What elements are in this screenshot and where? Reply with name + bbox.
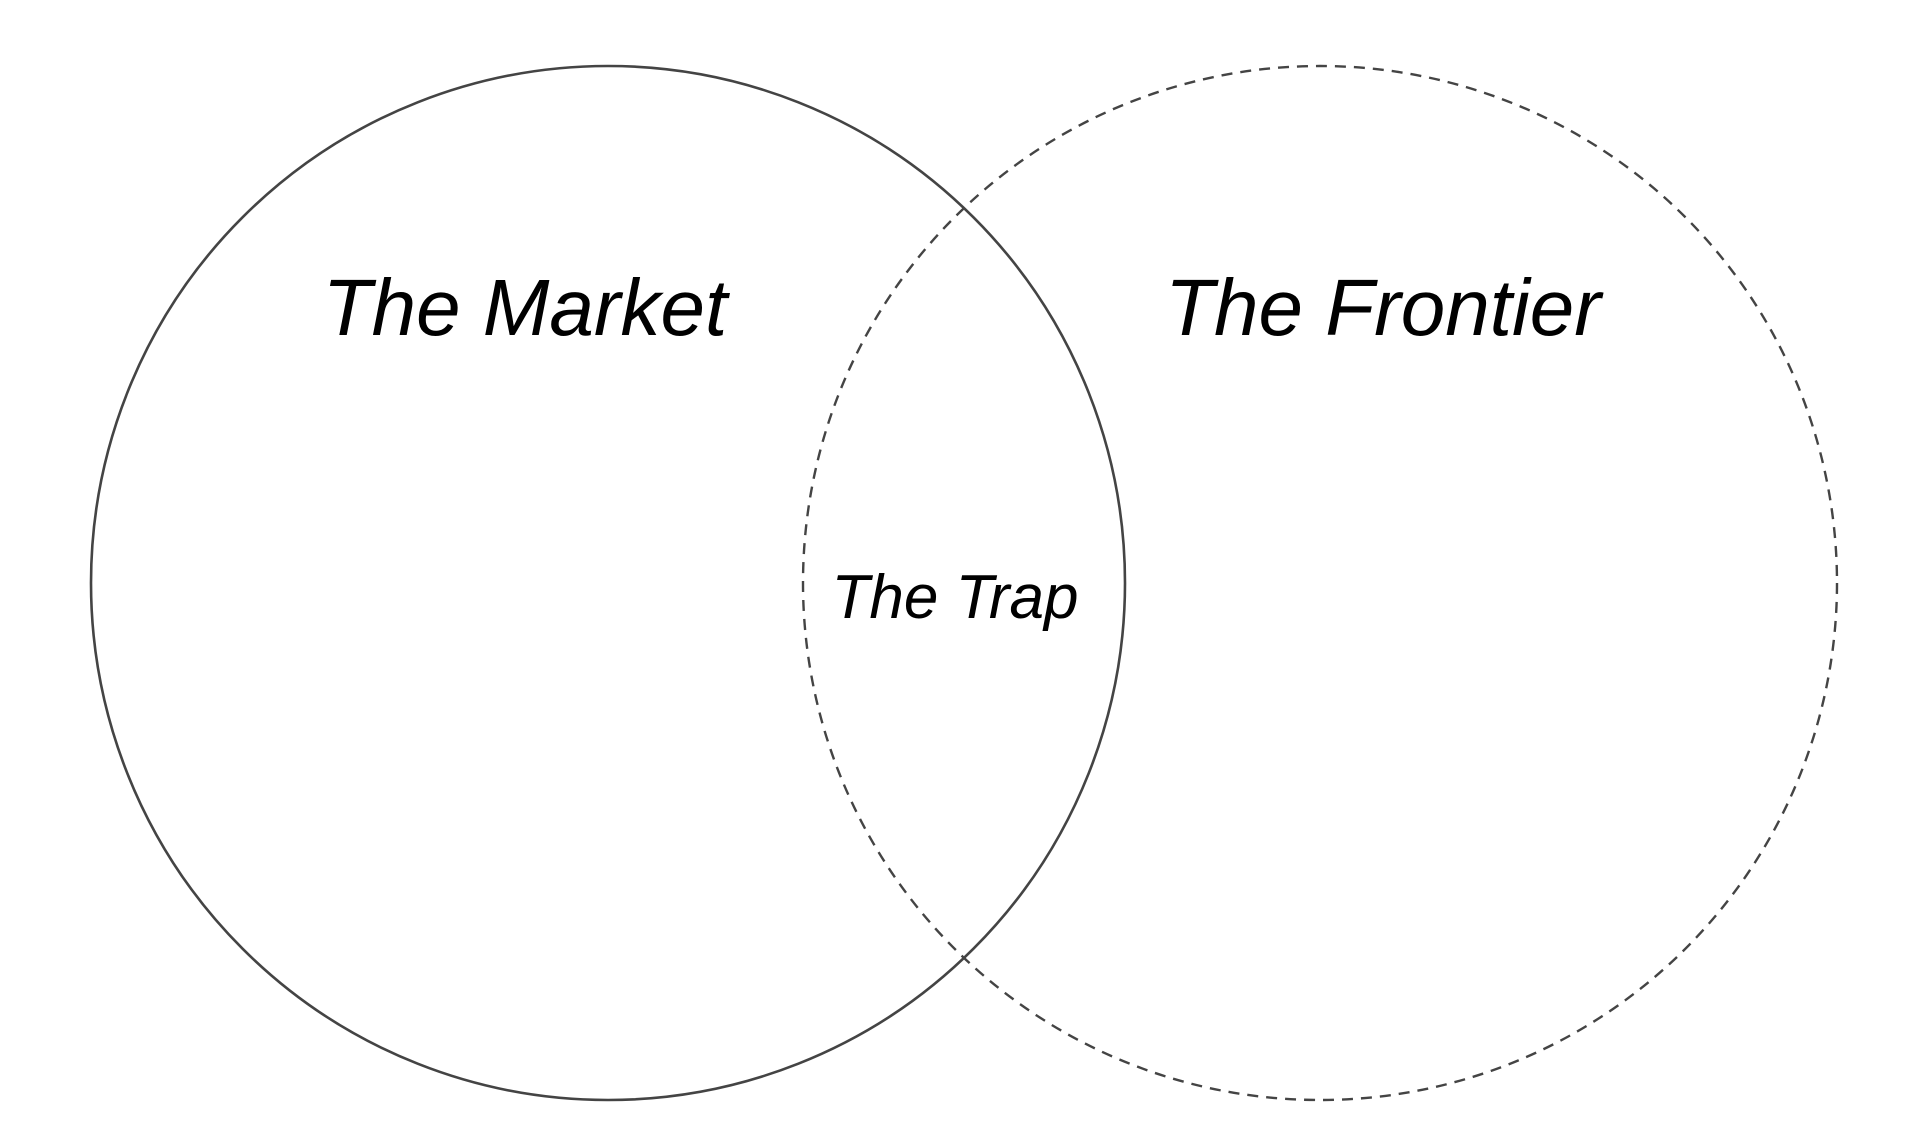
market-circle (89, 64, 1127, 1102)
frontier-circle (801, 64, 1839, 1102)
frontier-label: The Frontier (1165, 263, 1604, 352)
trap-label: The Trap (832, 563, 1079, 632)
market-label: The Market (323, 263, 730, 352)
